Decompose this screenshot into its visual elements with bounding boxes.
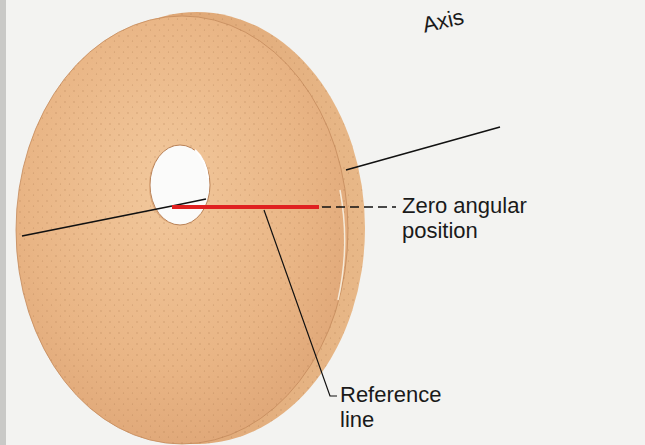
- zero-position-label: Zero angular position: [402, 194, 562, 243]
- axis-label: Axis: [420, 0, 494, 38]
- disk-face: [16, 16, 348, 444]
- hole-wall: [149, 157, 170, 223]
- zero-position-dashed: [322, 206, 396, 208]
- axis-line-in-hole: [172, 199, 206, 206]
- center-hole: [150, 145, 210, 225]
- leader-line: [264, 210, 337, 396]
- reference-line: [172, 205, 319, 209]
- hole-highlight: [195, 150, 208, 178]
- reference-line-label: Reference line: [340, 383, 458, 432]
- edge-strip: [0, 0, 6, 445]
- axis-line: [346, 127, 500, 170]
- axis-line: [22, 206, 172, 236]
- face-texture: [16, 16, 348, 444]
